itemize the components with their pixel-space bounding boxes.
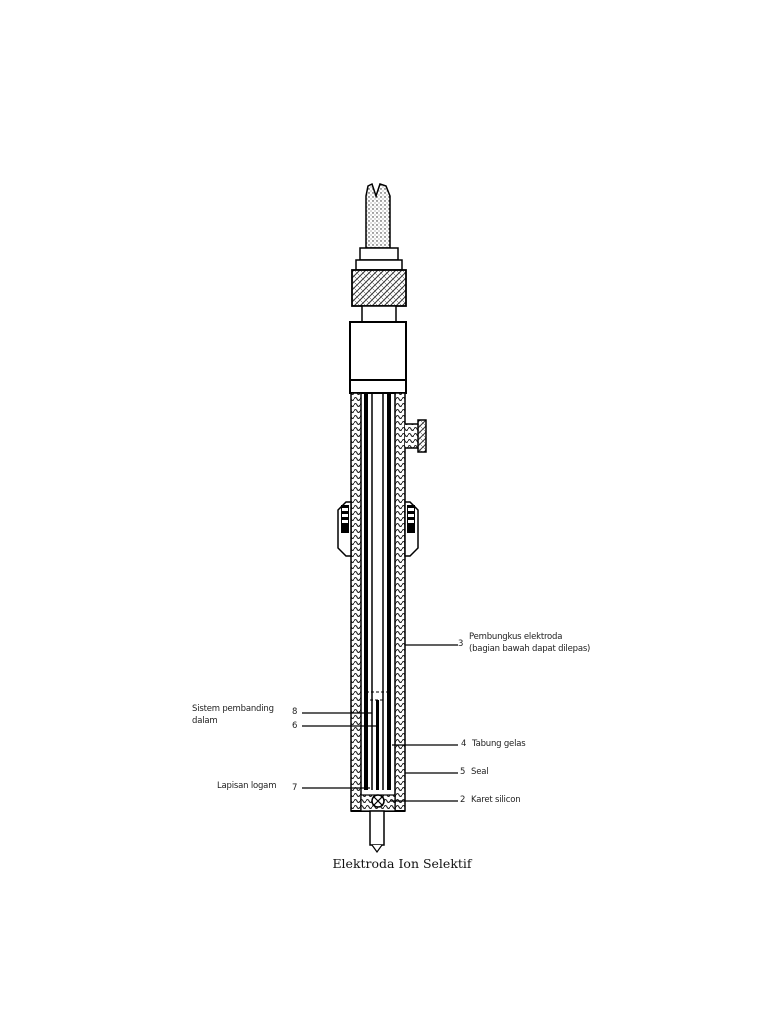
label-karet-silicon: Karet silicon <box>471 795 521 805</box>
label-seal-number: 5 <box>460 767 466 777</box>
label-lapisan-logam: Lapisan logam <box>217 781 277 791</box>
label-seal: Seal <box>471 767 489 777</box>
label-tabung-gelas: Tabung gelas <box>472 739 526 749</box>
connector-nut <box>351 247 407 323</box>
leader-lines <box>302 644 458 802</box>
label-sistem-line2: dalam <box>192 716 218 726</box>
label-sistem-number: 8 <box>292 707 298 717</box>
label-pembungkus-line1: Pembungkus elektroda <box>469 632 563 642</box>
label-sistem-line1: Sistem pembanding <box>192 704 274 714</box>
label-karet-number: 2 <box>460 795 466 805</box>
cable <box>365 182 391 249</box>
body-clamps <box>337 501 419 557</box>
label-tabung-number: 4 <box>461 739 467 749</box>
side-port <box>405 419 427 453</box>
electrode-cap <box>349 321 407 394</box>
label-number-6: 6 <box>292 721 298 731</box>
label-pembungkus-line2: (bagian bawah dapat dilepas) <box>469 644 591 654</box>
inner-tubes <box>364 393 391 790</box>
figure-caption: Elektroda Ion Selektif <box>332 856 472 871</box>
label-pembungkus-number: 3 <box>458 639 464 649</box>
label-lapisan-number: 7 <box>292 783 298 793</box>
membrane-tip <box>369 794 385 854</box>
